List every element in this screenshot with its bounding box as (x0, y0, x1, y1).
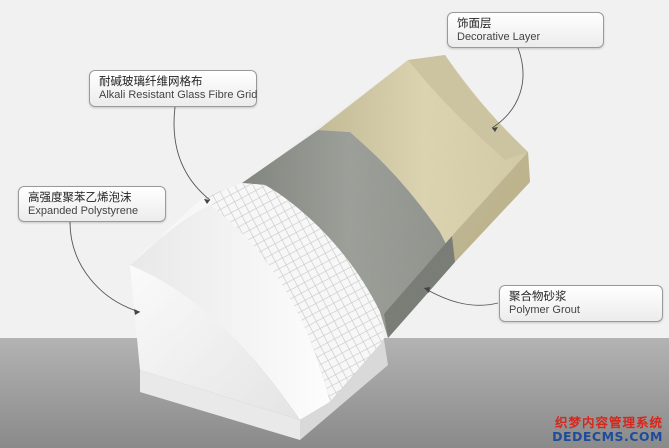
watermark-chinese: 织梦内容管理系统 (554, 415, 663, 430)
leader-eps (69, 221, 141, 313)
arrow-grid (204, 199, 210, 204)
callout-polymer-grout: 聚合物砂浆 Polymer Grout (499, 285, 663, 322)
arrow-grout (424, 287, 430, 293)
eps-foam-curve (130, 205, 330, 420)
watermark-site: DEDECMS.COM (552, 429, 663, 444)
eps-foam-side (300, 340, 388, 440)
arrow-eps (134, 309, 140, 315)
eps-foam-front (130, 265, 300, 420)
callout-eps-en: Expanded Polystyrene (28, 205, 139, 217)
callout-decorative-zh: 饰面层 (457, 16, 492, 30)
callout-fibre-grid: 耐碱玻璃纤维网格布 Alkali Resistant Glass Fibre G… (89, 70, 257, 107)
arrow-decorative (492, 127, 498, 132)
callout-expanded-polystyrene: 高强度聚苯乙烯泡沫 Expanded Polystyrene (18, 186, 166, 222)
leader-grout (423, 287, 499, 306)
callout-grid-zh: 耐碱玻璃纤维网格布 (99, 74, 203, 88)
callout-grid-en: Alkali Resistant Glass Fibre Grid (99, 89, 258, 101)
callout-decorative-en: Decorative Layer (457, 31, 541, 43)
callout-decorative-layer: 饰面层 Decorative Layer (447, 12, 604, 48)
leader-arrowheads (134, 127, 498, 315)
surface-texture (242, 55, 528, 338)
callout-eps-zh: 高强度聚苯乙烯泡沫 (28, 190, 132, 204)
fibre-grid-layer (202, 183, 384, 402)
callout-grout-en: Polymer Grout (509, 304, 580, 316)
leader-decorative (491, 47, 524, 129)
leader-lines (69, 47, 524, 313)
callout-grout-zh: 聚合物砂浆 (509, 289, 567, 303)
eps-foam-bottom (140, 370, 300, 440)
eps-foam-top (130, 198, 212, 265)
leader-grid (173, 106, 211, 201)
watermark: 织梦内容管理系统 DEDECMS.COM (552, 416, 663, 444)
